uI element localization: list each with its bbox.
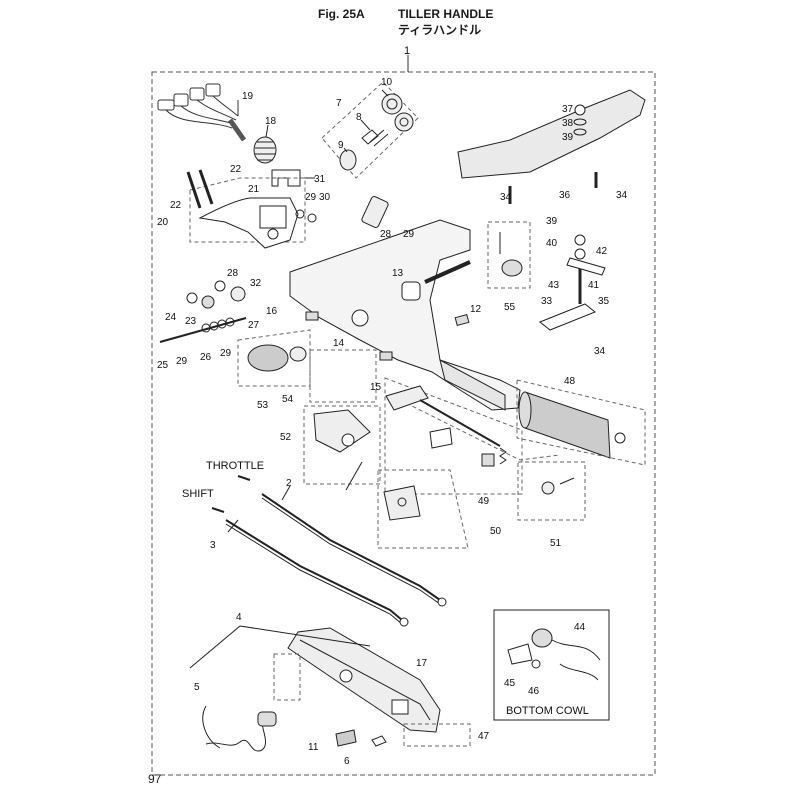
part-number: 48 (564, 376, 576, 387)
shift-cable (211, 507, 409, 627)
throttle-cable (237, 475, 447, 607)
part-number: 10 (381, 77, 393, 88)
bracket-33 (539, 303, 596, 331)
part-number: 4 (236, 612, 242, 623)
part-number: 34 (500, 192, 512, 203)
part-number: 11 (308, 742, 319, 753)
part-number: 14 (333, 338, 345, 349)
part-number: 36 (559, 190, 571, 201)
subgroup-47-boundary (403, 723, 471, 747)
part-number: 55 (504, 302, 516, 313)
part-number: 34 (616, 190, 628, 201)
part-number: 42 (596, 246, 608, 257)
lanyard-cord (202, 705, 277, 752)
part-number: 38 (562, 118, 574, 129)
part-number: 53 (257, 400, 269, 411)
part-number: 29 (176, 356, 188, 367)
part-number: 21 (248, 184, 260, 195)
part-number: 17 (416, 658, 428, 669)
part-number: 23 (185, 316, 197, 327)
part-number: 16 (266, 306, 278, 317)
figure-title: TILLER HANDLE (398, 7, 494, 21)
part-number: 22 (230, 164, 242, 175)
part-number: 51 (550, 538, 562, 549)
part-number: 45 (504, 678, 516, 689)
part-number: 29 (305, 192, 317, 203)
part-number: 19 (242, 91, 254, 102)
part-number: 47 (478, 731, 490, 742)
part-number: 20 (157, 217, 169, 228)
subgroup-54-boundary (309, 349, 377, 403)
part-number: 32 (250, 278, 262, 289)
part-number: 15 (370, 382, 382, 393)
part-number: 18 (265, 116, 277, 127)
part-number: 54 (282, 394, 294, 405)
part-number: 33 (541, 296, 553, 307)
part-number: 52 (280, 432, 292, 443)
subgroup-55-boundary (487, 221, 531, 289)
figure-number: Fig. 25A (318, 7, 365, 21)
part-number: 44 (574, 622, 586, 633)
part-number: 29 (220, 348, 232, 359)
part-number: 49 (478, 496, 490, 507)
throttle-grip (518, 391, 626, 459)
part-number: 50 (490, 526, 502, 537)
part-number: 46 (528, 686, 540, 697)
bracket-group-boundary (189, 177, 306, 243)
throttle-label: THROTTLE (206, 460, 264, 472)
tiller-main-body (289, 219, 521, 411)
part-number: 12 (470, 304, 482, 315)
bottom-cowl-switch (507, 628, 601, 681)
part-number: 9 (338, 140, 344, 151)
subgroup-52-boundary (303, 405, 381, 485)
part-number: 40 (546, 238, 558, 249)
part-number: 41 (588, 280, 600, 291)
grip-group-boundary (516, 379, 646, 466)
subgroup-49-boundary (384, 377, 523, 495)
wiring-harness (157, 83, 247, 142)
key-switch (339, 93, 414, 171)
part-number: 1 (404, 45, 410, 57)
part-number: 5 (194, 682, 200, 693)
part-number: 8 (356, 112, 362, 123)
part-number: 39 (562, 132, 574, 143)
part-number: 35 (598, 296, 610, 307)
subgroup-50-boundary (377, 469, 469, 549)
part-number: 7 (336, 98, 342, 109)
subgroup-51-boundary (517, 461, 586, 521)
key-switch-group-boundary (321, 81, 419, 179)
tiller-arm (457, 89, 646, 179)
part-number: 26 (200, 352, 212, 363)
part-number: 31 (314, 174, 326, 185)
part-number: 27 (248, 320, 260, 331)
page-number: 97 (148, 772, 162, 786)
part-number: 39 (546, 216, 558, 227)
part-number: 28 (227, 268, 239, 279)
part-number: 2 (286, 478, 292, 489)
part-number: 3 (210, 540, 216, 551)
part-number: 28 (380, 229, 392, 240)
part-number: 34 (594, 346, 606, 357)
part-number: 25 (157, 360, 169, 371)
bottom-cowl-label: BOTTOM COWL (506, 705, 589, 717)
bottom-cowl-inset-frame (493, 609, 610, 721)
part-number: 37 (562, 104, 574, 115)
part-number: 6 (344, 756, 350, 767)
shift-label: SHIFT (182, 488, 214, 500)
grommet-18 (253, 136, 277, 164)
part-number: 22 (170, 200, 182, 211)
part-number: 24 (165, 312, 177, 323)
figure-title-japanese: ティラハンドル (398, 23, 482, 37)
part-number: 30 (319, 192, 331, 203)
cover-group-boundary (273, 653, 301, 701)
part-number: 29 (403, 229, 415, 240)
part-number: 43 (548, 280, 560, 291)
part-number: 13 (392, 268, 404, 279)
